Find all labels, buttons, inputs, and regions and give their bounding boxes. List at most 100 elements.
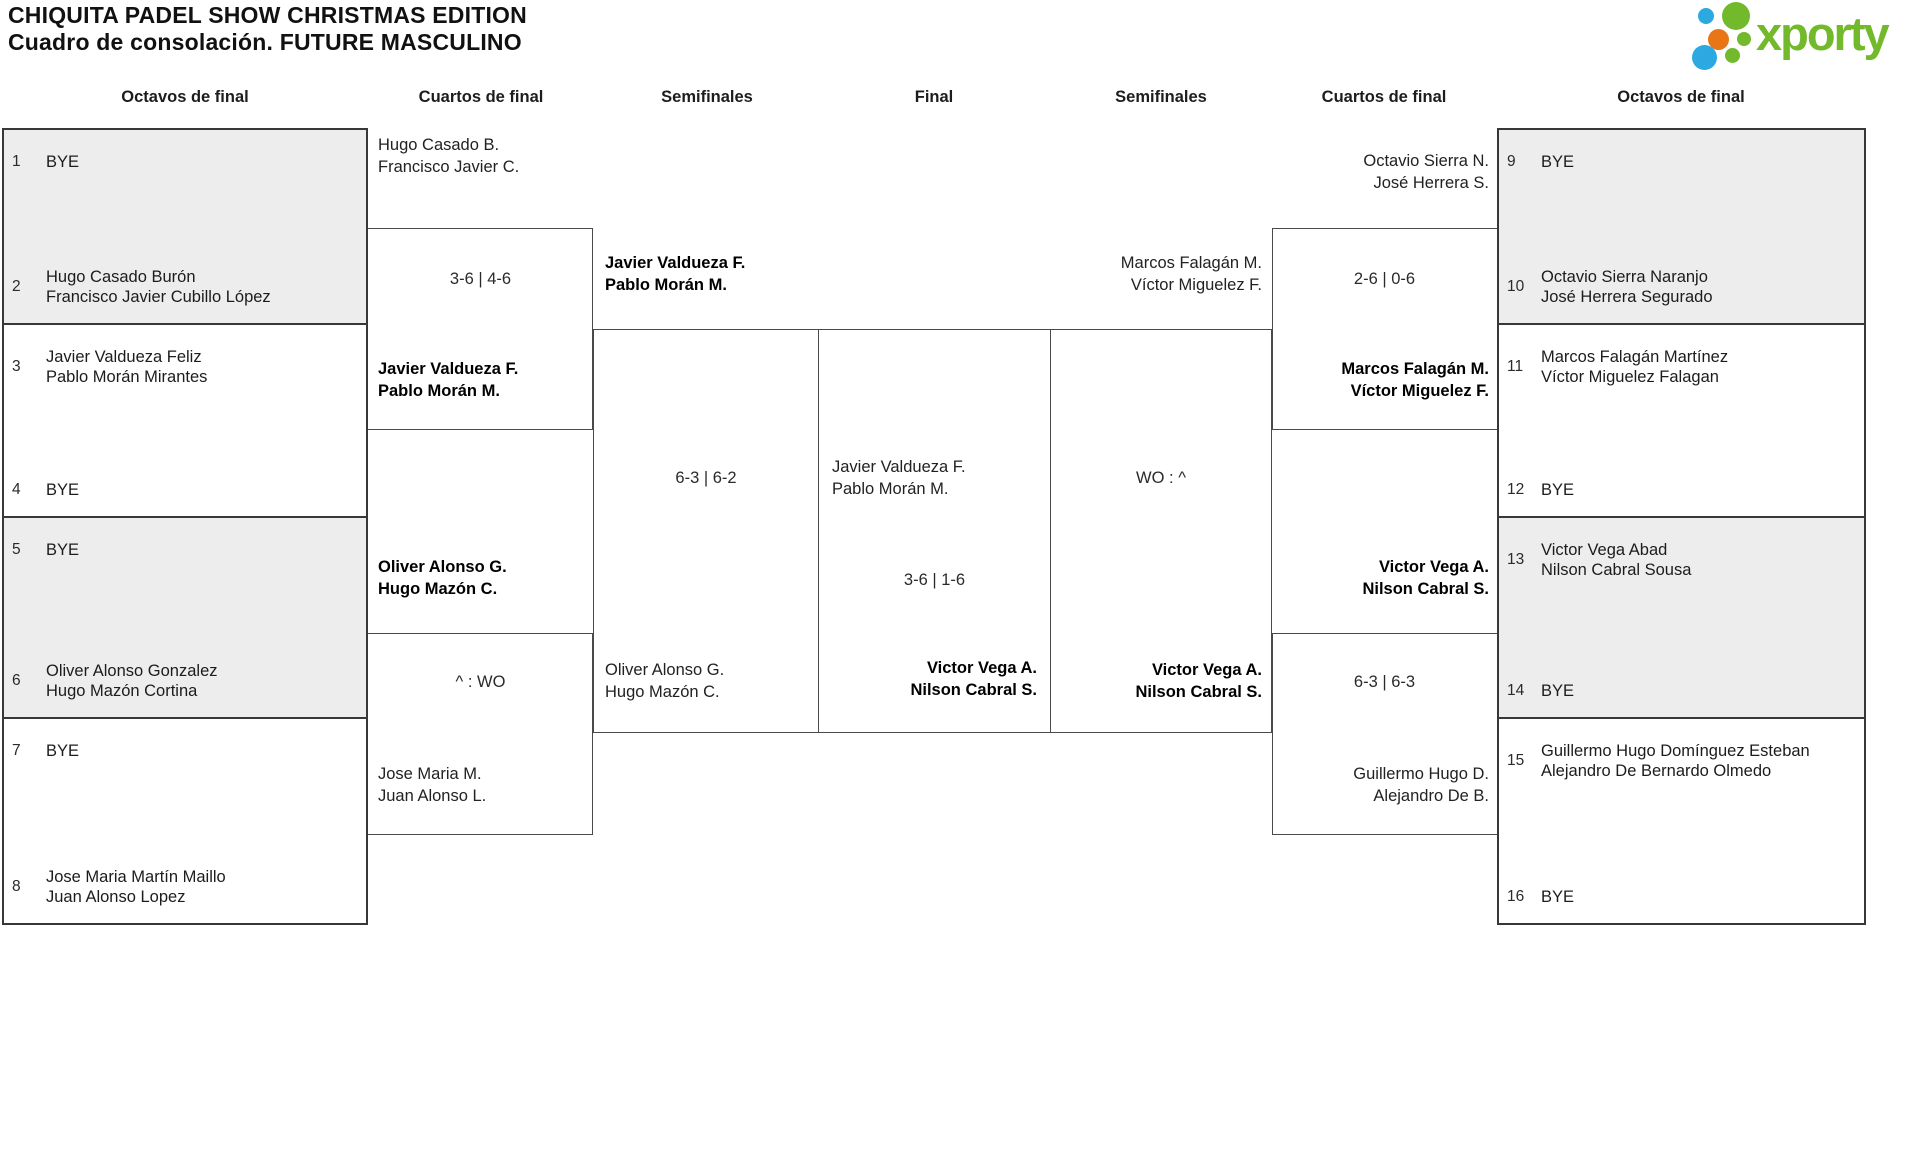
team-name: Víctor Miguelez Falagan	[1541, 368, 1719, 386]
qf-left-1-score: 3-6 | 4-6	[449, 270, 512, 288]
qf-left-2-team1: Oliver Alonso G.Hugo Mazón C.	[378, 558, 507, 598]
team-name: Marcos Falagán Martínez	[1541, 348, 1729, 366]
bracket-entry-6: 6 Oliver Alonso Gonzalez Hugo Mazón Cort…	[12, 661, 364, 701]
match-box-r16-7: 13 Victor Vega Abad Nilson Cabral Sousa …	[1497, 516, 1866, 719]
qf-right-1-team2: Marcos Falagán M.Víctor Miguelez F.	[1341, 360, 1489, 400]
page-subtitle: Cuadro de consolación. FUTURE MASCULINO	[8, 29, 522, 55]
seed-number: 5	[12, 541, 21, 558]
team-name: BYE	[1541, 153, 1575, 171]
team-name: Javier Valdueza Feliz	[46, 348, 202, 366]
bracket-entry-13: 13 Victor Vega Abad Nilson Cabral Sousa	[1507, 540, 1862, 580]
round-header-r16-left: Octavos de final	[121, 88, 249, 106]
match-box-qf-left-1	[368, 228, 593, 430]
seed-number: 13	[1507, 551, 1525, 568]
match-box-r16-5: 9 BYE 10 Octavio Sierra Naranjo José Her…	[1497, 128, 1866, 325]
bracket-entry-14: 14 BYE	[1507, 681, 1862, 701]
qf-right-1-team1: Octavio Sierra N.José Herrera S.	[1363, 152, 1489, 192]
seed-number: 14	[1507, 682, 1525, 699]
sf-left-team2: Oliver Alonso G.Hugo Mazón C.	[605, 661, 725, 701]
bracket-entry-7: 7 BYE	[12, 741, 364, 761]
r16-left-column: 1 BYE 2 Hugo Casado Burón Francisco Javi…	[2, 128, 368, 925]
match-box-sf-right	[1050, 329, 1272, 733]
qf-left-1-team2: Javier Valdueza F.Pablo Morán M.	[378, 360, 519, 400]
qf-right-2-score: 6-3 | 6-3	[1353, 673, 1416, 691]
round-header-sf-left: Semifinales	[661, 88, 753, 106]
match-box-r16-2: 3 Javier Valdueza Feliz Pablo Morán Mira…	[2, 323, 368, 518]
seed-number: 1	[12, 153, 21, 170]
qf-left-1-team1: Hugo Casado B.Francisco Javier C.	[378, 136, 520, 176]
seed-number: 4	[12, 481, 21, 498]
final-team1: Javier Valdueza F.Pablo Morán M.	[832, 458, 966, 498]
seed-number: 15	[1507, 752, 1525, 769]
sf-right-score: WO : ^	[1136, 469, 1186, 487]
team-name: Victor Vega Abad	[1541, 541, 1668, 559]
seed-number: 2	[12, 278, 21, 295]
bracket-entry-11: 11 Marcos Falagán Martínez Víctor Miguel…	[1507, 347, 1862, 387]
team-name: Hugo Casado Burón	[46, 268, 196, 286]
team-name: BYE	[46, 481, 80, 499]
round-header-qf-left: Cuartos de final	[418, 88, 544, 106]
seed-number: 9	[1507, 153, 1516, 170]
sf-left-team1: Javier Valdueza F.Pablo Morán M.	[605, 254, 746, 294]
xporty-logo: xporty	[1688, 0, 1920, 76]
team-name: Guillermo Hugo Domínguez Esteban	[1541, 742, 1810, 760]
team-name: BYE	[1541, 888, 1575, 906]
seed-number: 7	[12, 742, 21, 759]
round-header-qf-right: Cuartos de final	[1321, 88, 1447, 106]
final-team2: Victor Vega A.Nilson Cabral S.	[910, 659, 1037, 699]
bracket-entry-16: 16 BYE	[1507, 887, 1862, 907]
page-title: CHIQUITA PADEL SHOW CHRISTMAS EDITION	[8, 2, 527, 28]
match-box-qf-right-1	[1272, 228, 1497, 430]
qf-left-2-team2: Jose Maria M.Juan Alonso L.	[378, 765, 487, 805]
team-name: BYE	[1541, 481, 1575, 499]
team-name: Octavio Sierra Naranjo	[1541, 268, 1708, 286]
match-box-qf-left-2	[368, 633, 593, 835]
bracket-entry-9: 9 BYE	[1507, 152, 1862, 172]
logo-dot-icon	[1722, 2, 1750, 30]
seed-number: 11	[1507, 358, 1524, 375]
bracket-entry-3: 3 Javier Valdueza Feliz Pablo Morán Mira…	[12, 347, 364, 387]
qf-right-1-score: 2-6 | 0-6	[1353, 270, 1416, 288]
bracket-entry-5: 5 BYE	[12, 540, 364, 560]
match-box-sf-left	[593, 329, 819, 733]
sf-right-team1: Marcos Falagán M.Víctor Miguelez F.	[1120, 254, 1262, 294]
team-name: Jose Maria Martín Maillo	[46, 868, 226, 886]
seed-number: 6	[12, 672, 21, 689]
team-name: BYE	[46, 541, 80, 559]
match-box-r16-3: 5 BYE 6 Oliver Alonso Gonzalez Hugo Mazó…	[2, 516, 368, 719]
match-box-r16-4: 7 BYE 8 Jose Maria Martín Maillo Juan Al…	[2, 717, 368, 925]
qf-left-2-score: ^ : WO	[455, 673, 506, 691]
sf-left-score: 6-3 | 6-2	[675, 469, 737, 487]
bracket-entry-1: 1 BYE	[12, 152, 364, 172]
match-box-r16-6: 11 Marcos Falagán Martínez Víctor Miguel…	[1497, 323, 1866, 518]
match-box-qf-right-2	[1272, 633, 1497, 835]
qf-right-2-team1: Victor Vega A.Nilson Cabral S.	[1362, 558, 1489, 598]
logo-dot-icon	[1737, 32, 1751, 46]
final-score: 3-6 | 1-6	[903, 571, 966, 589]
team-name: Hugo Mazón Cortina	[46, 682, 198, 700]
team-name: BYE	[46, 742, 80, 760]
team-name: Francisco Javier Cubillo López	[46, 288, 271, 306]
bracket-entry-12: 12 BYE	[1507, 480, 1862, 500]
logo-wordmark: xporty	[1756, 7, 1890, 60]
team-name: Alejandro De Bernardo Olmedo	[1541, 762, 1772, 780]
bracket-entry-8: 8 Jose Maria Martín Maillo Juan Alonso L…	[12, 867, 364, 907]
sf-right-team2: Victor Vega A.Nilson Cabral S.	[1135, 661, 1262, 701]
r16-right-column: 9 BYE 10 Octavio Sierra Naranjo José Her…	[1497, 128, 1866, 925]
team-name: Nilson Cabral Sousa	[1541, 561, 1692, 579]
seed-number: 12	[1507, 481, 1525, 498]
logo-dot-icon	[1692, 45, 1717, 70]
bracket-entry-4: 4 BYE	[12, 480, 364, 500]
qf-right-2-team2: Guillermo Hugo D.Alejandro De B.	[1353, 765, 1489, 805]
bracket-entry-15: 15 Guillermo Hugo Domínguez Esteban Alej…	[1507, 741, 1862, 781]
seed-number: 3	[12, 358, 21, 375]
team-name: BYE	[1541, 682, 1575, 700]
team-name: Pablo Morán Mirantes	[46, 368, 208, 386]
round-header-sf-right: Semifinales	[1115, 88, 1207, 106]
match-box-r16-1: 1 BYE 2 Hugo Casado Burón Francisco Javi…	[2, 128, 368, 325]
seed-number: 8	[12, 878, 21, 895]
logo-dot-icon	[1708, 29, 1729, 50]
seed-number: 10	[1507, 278, 1525, 295]
logo-dot-icon	[1698, 8, 1714, 24]
